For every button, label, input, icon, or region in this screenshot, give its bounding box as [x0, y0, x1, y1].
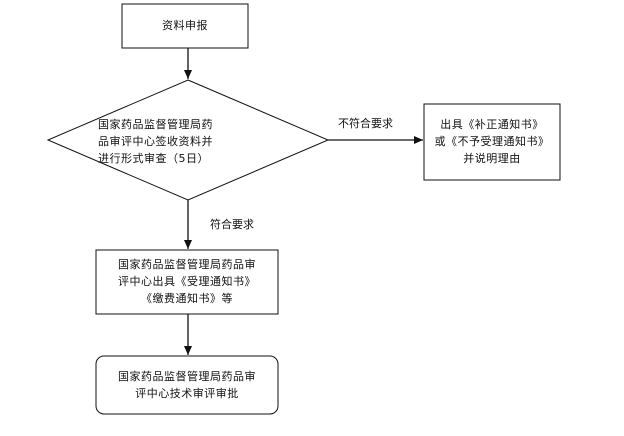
reject-line: 或《不予受理通知书》	[434, 135, 550, 148]
accept-line: 评中心出具《受理通知书》	[118, 275, 256, 288]
accept-line: 国家药品监督管理局药品审	[118, 258, 256, 271]
tech-review-label: 国家药品监督管理局药品审 评中心技术审评审批	[96, 368, 278, 402]
not-compliant-label: 不符合要求	[338, 117, 393, 130]
accept-line: 《缴费通知书》等	[141, 292, 233, 305]
tech-review-line: 国家药品监督管理局药品审	[118, 370, 256, 383]
tech-review-box	[95, 355, 279, 415]
tech-review-line: 评中心技术审评审批	[135, 387, 239, 400]
submit-line: 资料申报	[162, 19, 208, 32]
reject-label: 出具《补正通知书》 或《不予受理通知书》 并说明理由	[424, 116, 560, 167]
review-line: 国家药品监督管理局药	[98, 118, 213, 131]
reject-line: 并说明理由	[463, 152, 521, 165]
reject-line: 出具《补正通知书》	[440, 118, 544, 131]
review-line: 品审评中心签收资料并	[98, 135, 213, 148]
review-label: 国家药品监督管理局药 品审评中心签收资料并 进行形式审查（5日）	[98, 116, 278, 167]
accept-box	[95, 249, 279, 315]
reject-box	[423, 103, 561, 181]
compliant-label: 符合要求	[210, 218, 254, 231]
submit-label: 资料申报	[122, 17, 248, 34]
review-line: 进行形式审查（5日）	[98, 152, 209, 165]
accept-label: 国家药品监督管理局药品审 评中心出具《受理通知书》 《缴费通知书》等	[96, 256, 278, 307]
submit-box	[121, 3, 249, 49]
